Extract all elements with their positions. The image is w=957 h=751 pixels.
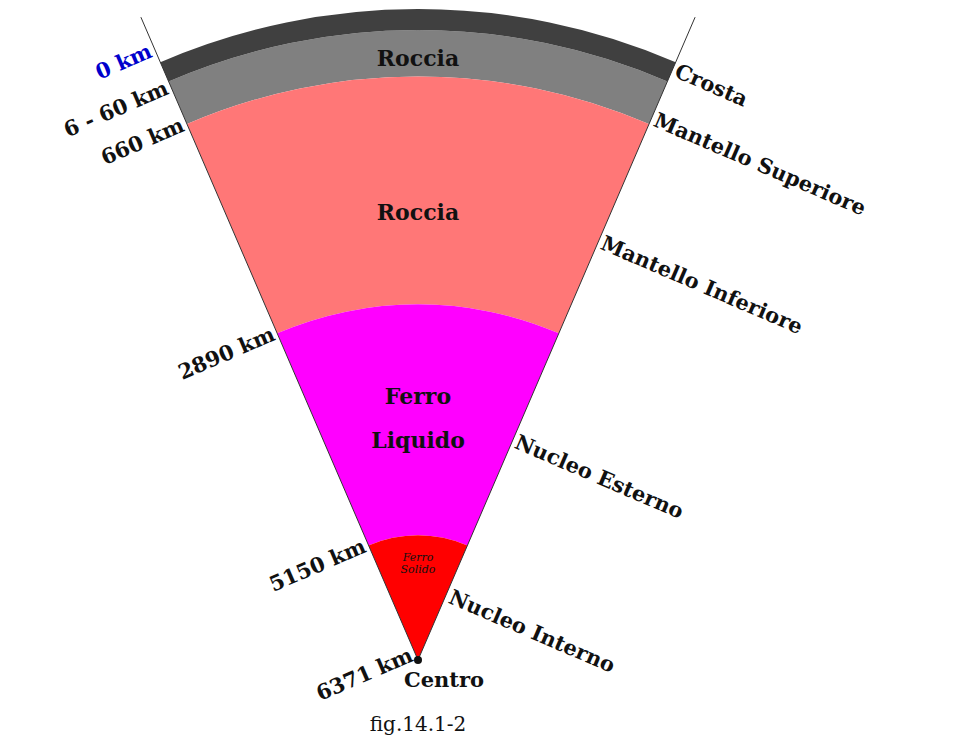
outer-core-band — [277, 304, 559, 545]
layer-band: Ferro Solido — [395, 552, 441, 576]
material-label: Roccia — [338, 45, 498, 71]
figure-caption: fig.14.1-2 — [370, 712, 467, 736]
layer-name: Mantello Inferiore — [597, 231, 806, 339]
layer-name: Crosta — [671, 59, 751, 111]
material-label: Ferro Solido — [395, 552, 441, 576]
depth-label: 6371 km — [313, 643, 417, 706]
lower-mantle-band — [187, 76, 649, 333]
material-label: Ferro Liquido — [368, 374, 468, 462]
depth-label: 0 km — [92, 39, 155, 84]
layer-band: Roccia — [338, 199, 498, 225]
layer-band: Ferro Liquido — [368, 374, 468, 462]
layer-name: Nucleo Esterno — [511, 430, 687, 524]
crust-band — [160, 9, 675, 81]
depth-label: 5150 km — [266, 534, 370, 597]
layer-name: Nucleo Interno — [445, 585, 618, 678]
depth-label: 2890 km — [174, 322, 278, 385]
layer-band: Roccia — [338, 45, 498, 71]
wedge-edge — [141, 17, 418, 660]
wedge-edge — [418, 17, 695, 660]
center-label: Centro — [404, 668, 484, 692]
material-label: Roccia — [338, 199, 498, 225]
layer-name: Mantello Superiore — [651, 108, 870, 220]
